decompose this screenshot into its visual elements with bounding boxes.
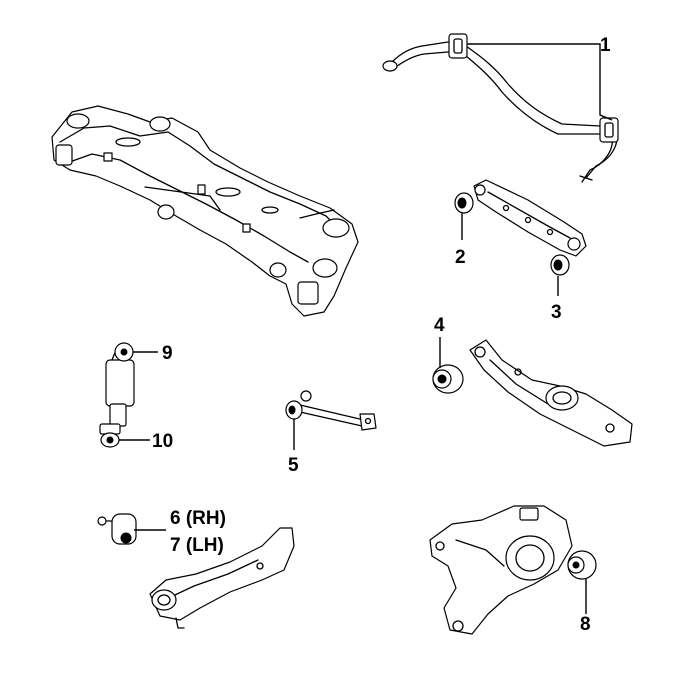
knuckle-bushing [567, 550, 597, 580]
callout-labels: 1 2 3 4 5 6 (RH) 7 (LH) 8 9 10 [152, 35, 611, 635]
callout-5: 5 [288, 455, 299, 476]
upper-arm-outer-bushing [550, 254, 570, 276]
callout-10: 10 [152, 431, 173, 452]
callout-4: 4 [434, 315, 445, 336]
assist-link [285, 390, 377, 431]
callout-9: 9 [162, 343, 173, 364]
rear-knuckle [429, 505, 573, 635]
callout-8: 8 [580, 614, 591, 635]
leader-lines [119, 43, 613, 614]
trailing-arm-bushing [97, 513, 137, 545]
rear-crossmember [51, 105, 359, 317]
callout-2: 2 [455, 247, 466, 268]
stabilizer-bar [382, 33, 619, 183]
trailing-arm [149, 527, 295, 629]
callout-3: 3 [551, 302, 562, 323]
stabilizer-bushing-right [599, 117, 619, 143]
stabilizer-bushing-left [448, 33, 468, 59]
leader-1 [467, 43, 613, 121]
upper-control-arm [473, 179, 587, 257]
lower-arm-bushing [432, 364, 464, 394]
lower-control-arm [469, 339, 633, 447]
callout-7: 7 (LH) [170, 535, 224, 556]
shock-absorber [99, 342, 135, 448]
callout-1: 1 [600, 35, 611, 56]
upper-arm-bushing [454, 192, 474, 214]
callout-6: 6 (RH) [170, 508, 226, 529]
